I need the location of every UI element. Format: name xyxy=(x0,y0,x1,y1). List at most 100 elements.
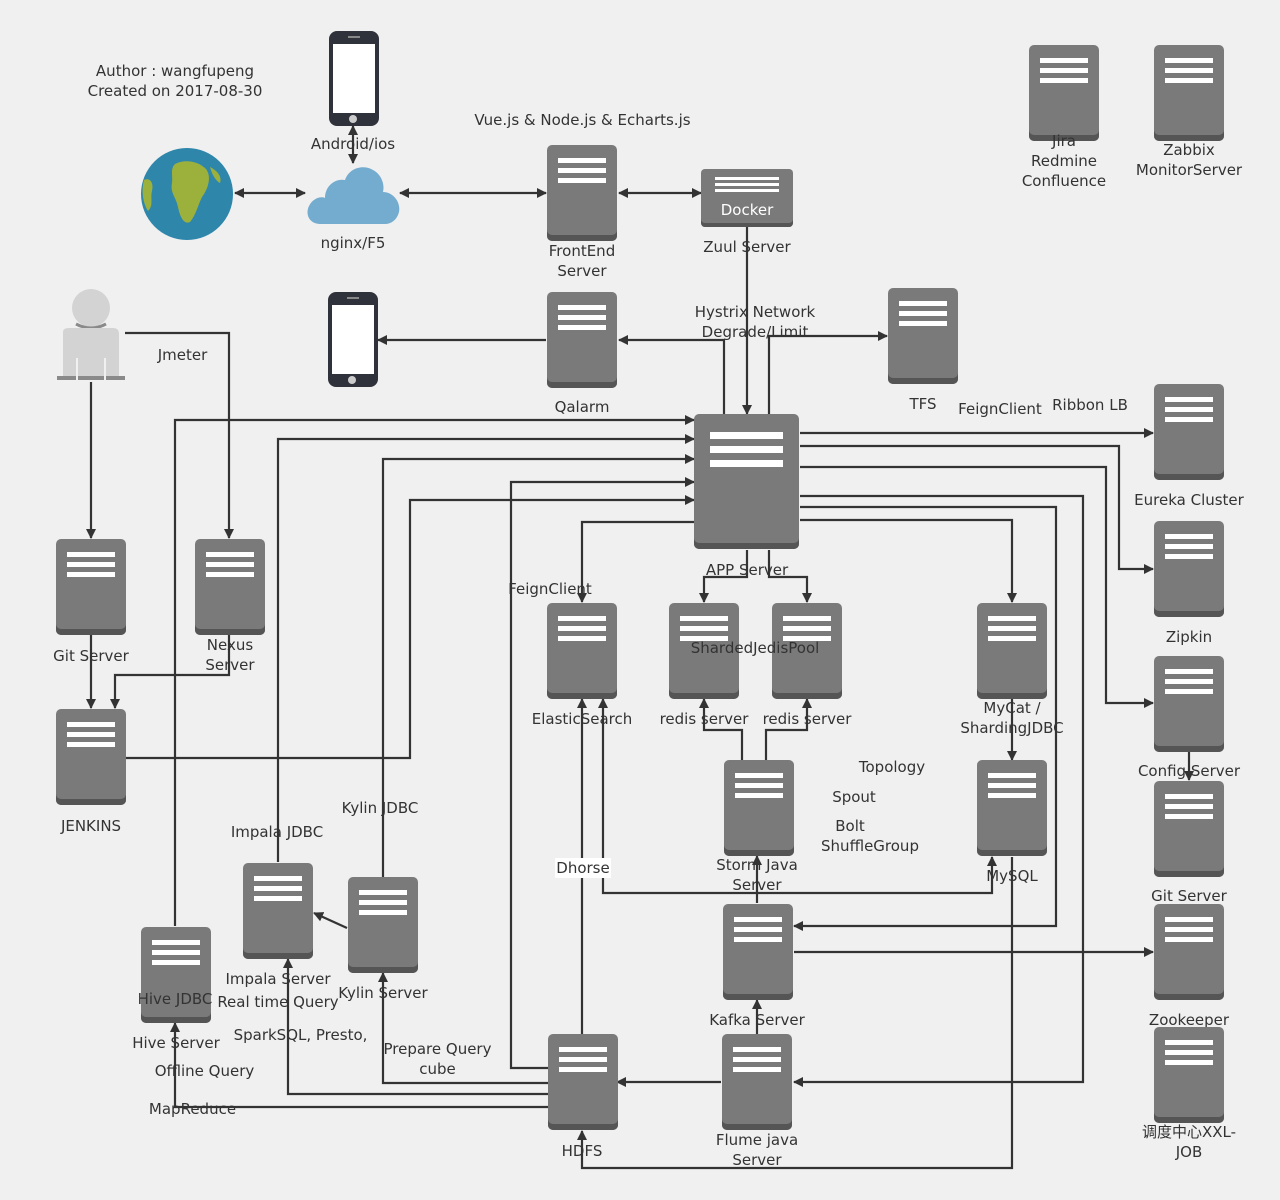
prepare-label-2: cube xyxy=(419,1060,456,1078)
zabbix-label-2: MonitorServer xyxy=(1135,161,1243,179)
flume-label-2: Server xyxy=(732,1151,782,1169)
edge-jenkins-app xyxy=(126,495,695,760)
edge-app-zipkin xyxy=(800,444,1154,574)
edge-app-kafka xyxy=(793,505,1058,931)
redis-server-1[interactable] xyxy=(669,603,739,699)
hive-server[interactable] xyxy=(141,927,211,1023)
ribbon-label: Ribbon LB xyxy=(1052,396,1128,414)
jira-label-1: Jira xyxy=(1052,132,1076,150)
zabbix-server[interactable] xyxy=(1154,45,1224,141)
nexus-label-1: Nexus xyxy=(206,636,254,654)
mycat-label-1: MyCat / xyxy=(983,699,1041,717)
edge-app-redis2 xyxy=(767,550,812,603)
zabbix-label-1: Zabbix xyxy=(1163,141,1215,159)
edge-app-mycat xyxy=(800,518,1017,603)
frontend-stack-text: Vue.js & Node.js & Echarts.js xyxy=(474,111,691,129)
jira-label-2: Redmine xyxy=(1030,152,1097,170)
impala-label-2: Real time Query xyxy=(217,993,339,1011)
storm-label-1: Storm Java xyxy=(716,856,798,874)
elasticsearch-server[interactable] xyxy=(547,603,617,699)
tfs-label: TFS xyxy=(909,395,937,413)
qalarm-server[interactable] xyxy=(547,292,617,388)
edge-app-tfs xyxy=(767,331,888,414)
zipkin-server[interactable] xyxy=(1154,521,1224,617)
edge-mysql-hdfs xyxy=(577,857,1014,1170)
eureka-label: Eureka Cluster xyxy=(1134,491,1244,509)
xxl-label-2: JOB xyxy=(1175,1143,1203,1161)
edge-impala-app xyxy=(276,434,695,862)
jenkins-label: JENKINS xyxy=(60,817,122,835)
edge-hdfs-hive xyxy=(170,1022,548,1109)
hystrix-label-1: Hystrix Network xyxy=(694,303,816,321)
app-server[interactable] xyxy=(694,414,799,549)
hive-label: Hive Server xyxy=(132,1034,220,1052)
mobile-label: Android/ios xyxy=(310,135,396,153)
frontend-server[interactable] xyxy=(547,145,617,241)
git-left-label: Git Server xyxy=(53,647,129,665)
edge-storm-es-mysql xyxy=(598,698,997,895)
frontend-label-1: FrontEnd xyxy=(548,242,616,260)
zuul-label: Zuul Server xyxy=(703,238,791,256)
topology-label: Topology xyxy=(858,758,926,776)
edge-app-flume xyxy=(793,494,1085,1087)
bolt-label: Bolt xyxy=(835,817,865,835)
dhorse-label: Dhorse xyxy=(555,858,611,878)
app-label: APP Server xyxy=(705,561,789,579)
storm-label-2: Server xyxy=(732,876,782,894)
edge-kylin-app xyxy=(381,454,695,877)
git-right-label: Git Server xyxy=(1151,887,1227,905)
mapreduce-label: MapReduce xyxy=(148,1100,237,1118)
mysql-label: MySQL xyxy=(986,867,1038,885)
user-icon xyxy=(57,289,125,380)
flume-label-1: Flume java xyxy=(715,1131,799,1149)
shufflegroup-label: ShuffleGroup xyxy=(821,837,919,855)
storm-server[interactable] xyxy=(724,760,794,856)
kylin-label: Kylin Server xyxy=(338,984,428,1002)
mycat-server[interactable] xyxy=(977,603,1047,699)
edge-hdfs-impala xyxy=(283,958,548,1096)
git-server-right[interactable] xyxy=(1154,781,1224,877)
impala-label-1: Impala Server xyxy=(225,970,331,988)
impala-server[interactable] xyxy=(243,863,313,959)
jenkins-server[interactable] xyxy=(56,709,126,805)
kylin-jdbc-label: Kylin JDBC xyxy=(341,799,419,817)
flume-server[interactable] xyxy=(722,1034,792,1130)
feignclient-es-label: FeignClient xyxy=(508,580,592,598)
hive-jdbc-label: Hive JDBC xyxy=(137,990,213,1008)
offline-query-label: Offline Query xyxy=(154,1062,255,1080)
edge-kylin-impala xyxy=(313,911,348,930)
frontend-label-2: Server xyxy=(557,262,607,280)
impala-jdbc-label: Impala JDBC xyxy=(230,823,324,841)
mobile-phone-icon xyxy=(329,31,379,126)
xxl-job-server[interactable] xyxy=(1154,1027,1224,1123)
kafka-server[interactable] xyxy=(723,904,793,1000)
zuul-docker-server[interactable]: Docker xyxy=(701,169,793,227)
zookeeper-server[interactable] xyxy=(1154,904,1224,1000)
nexus-label-2: Server xyxy=(205,656,255,674)
jira-server[interactable] xyxy=(1029,45,1099,141)
hystrix-label-2: Degrade/Limit xyxy=(701,323,809,341)
tfs-server[interactable] xyxy=(888,288,958,384)
redis1-label: redis server xyxy=(659,710,749,728)
mycat-label-2: ShardingJDBC xyxy=(960,719,1064,737)
hdfs-server[interactable] xyxy=(548,1034,618,1130)
git-server-left[interactable] xyxy=(56,539,126,635)
edge-app-config xyxy=(800,465,1154,708)
eureka-server[interactable] xyxy=(1154,384,1224,480)
author-text: Author : wangfupeng xyxy=(95,62,255,80)
edge-hdfs-app xyxy=(509,477,695,1070)
alarm-phone-icon xyxy=(328,292,378,387)
redis-server-2[interactable] xyxy=(772,603,842,699)
nginx-label: nginx/F5 xyxy=(320,234,386,252)
config-label: Config Server xyxy=(1137,762,1241,780)
nexus-server[interactable] xyxy=(195,539,265,635)
zipkin-label: Zipkin xyxy=(1165,628,1213,646)
edge-nexus-jenkins xyxy=(110,635,231,709)
mysql-server[interactable] xyxy=(977,760,1047,856)
config-server[interactable] xyxy=(1154,656,1224,752)
xxl-label-1: 调度中心XXL- xyxy=(1141,1123,1237,1141)
qalarm-label: Qalarm xyxy=(554,398,610,416)
kylin-server[interactable] xyxy=(348,877,418,973)
hdfs-label: HDFS xyxy=(561,1142,603,1160)
